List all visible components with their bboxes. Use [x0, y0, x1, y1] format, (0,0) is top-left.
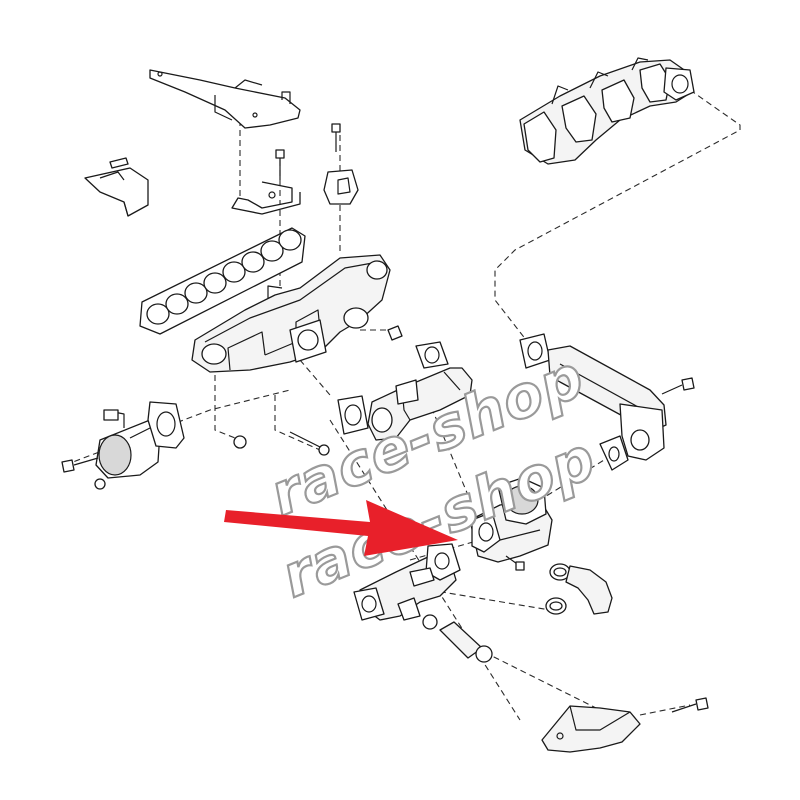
bracket-bottom	[541, 705, 641, 753]
nut-small-1	[233, 435, 247, 449]
bolt-top-1	[275, 149, 285, 180]
throttle-actuator	[95, 409, 161, 479]
bolt-top-2	[331, 123, 341, 152]
egr-valve-bolt	[505, 555, 525, 571]
exhaust-manifold	[519, 57, 695, 165]
bolt-left-1	[61, 457, 99, 473]
red-arrow	[224, 500, 458, 556]
rubber-hose	[565, 565, 613, 615]
egr-valve	[469, 477, 553, 563]
bracket-right-top	[323, 169, 359, 205]
bolt-right	[661, 377, 695, 395]
egr-pipe-lower	[353, 543, 461, 621]
nut-small-2	[387, 325, 403, 341]
intake-manifold-gasket	[139, 227, 306, 335]
stud-bolt	[289, 431, 330, 456]
hose-clamp-4	[475, 645, 493, 663]
egr-gasket-1	[415, 341, 449, 369]
egr-gasket-2	[337, 395, 369, 435]
egr-pipe-middle	[367, 367, 473, 441]
hose-clamp-3	[422, 614, 438, 630]
hose-clamp-2	[545, 597, 567, 615]
l-bracket-left	[84, 157, 149, 217]
mounting-bracket-top	[149, 69, 301, 129]
intake-manifold	[191, 254, 391, 373]
bracket-middle	[231, 181, 301, 215]
throttle-gasket	[147, 401, 185, 449]
egr-cooler-pipe	[519, 333, 667, 471]
bolt-left-2	[94, 478, 106, 490]
bolt-bottom	[671, 697, 709, 713]
